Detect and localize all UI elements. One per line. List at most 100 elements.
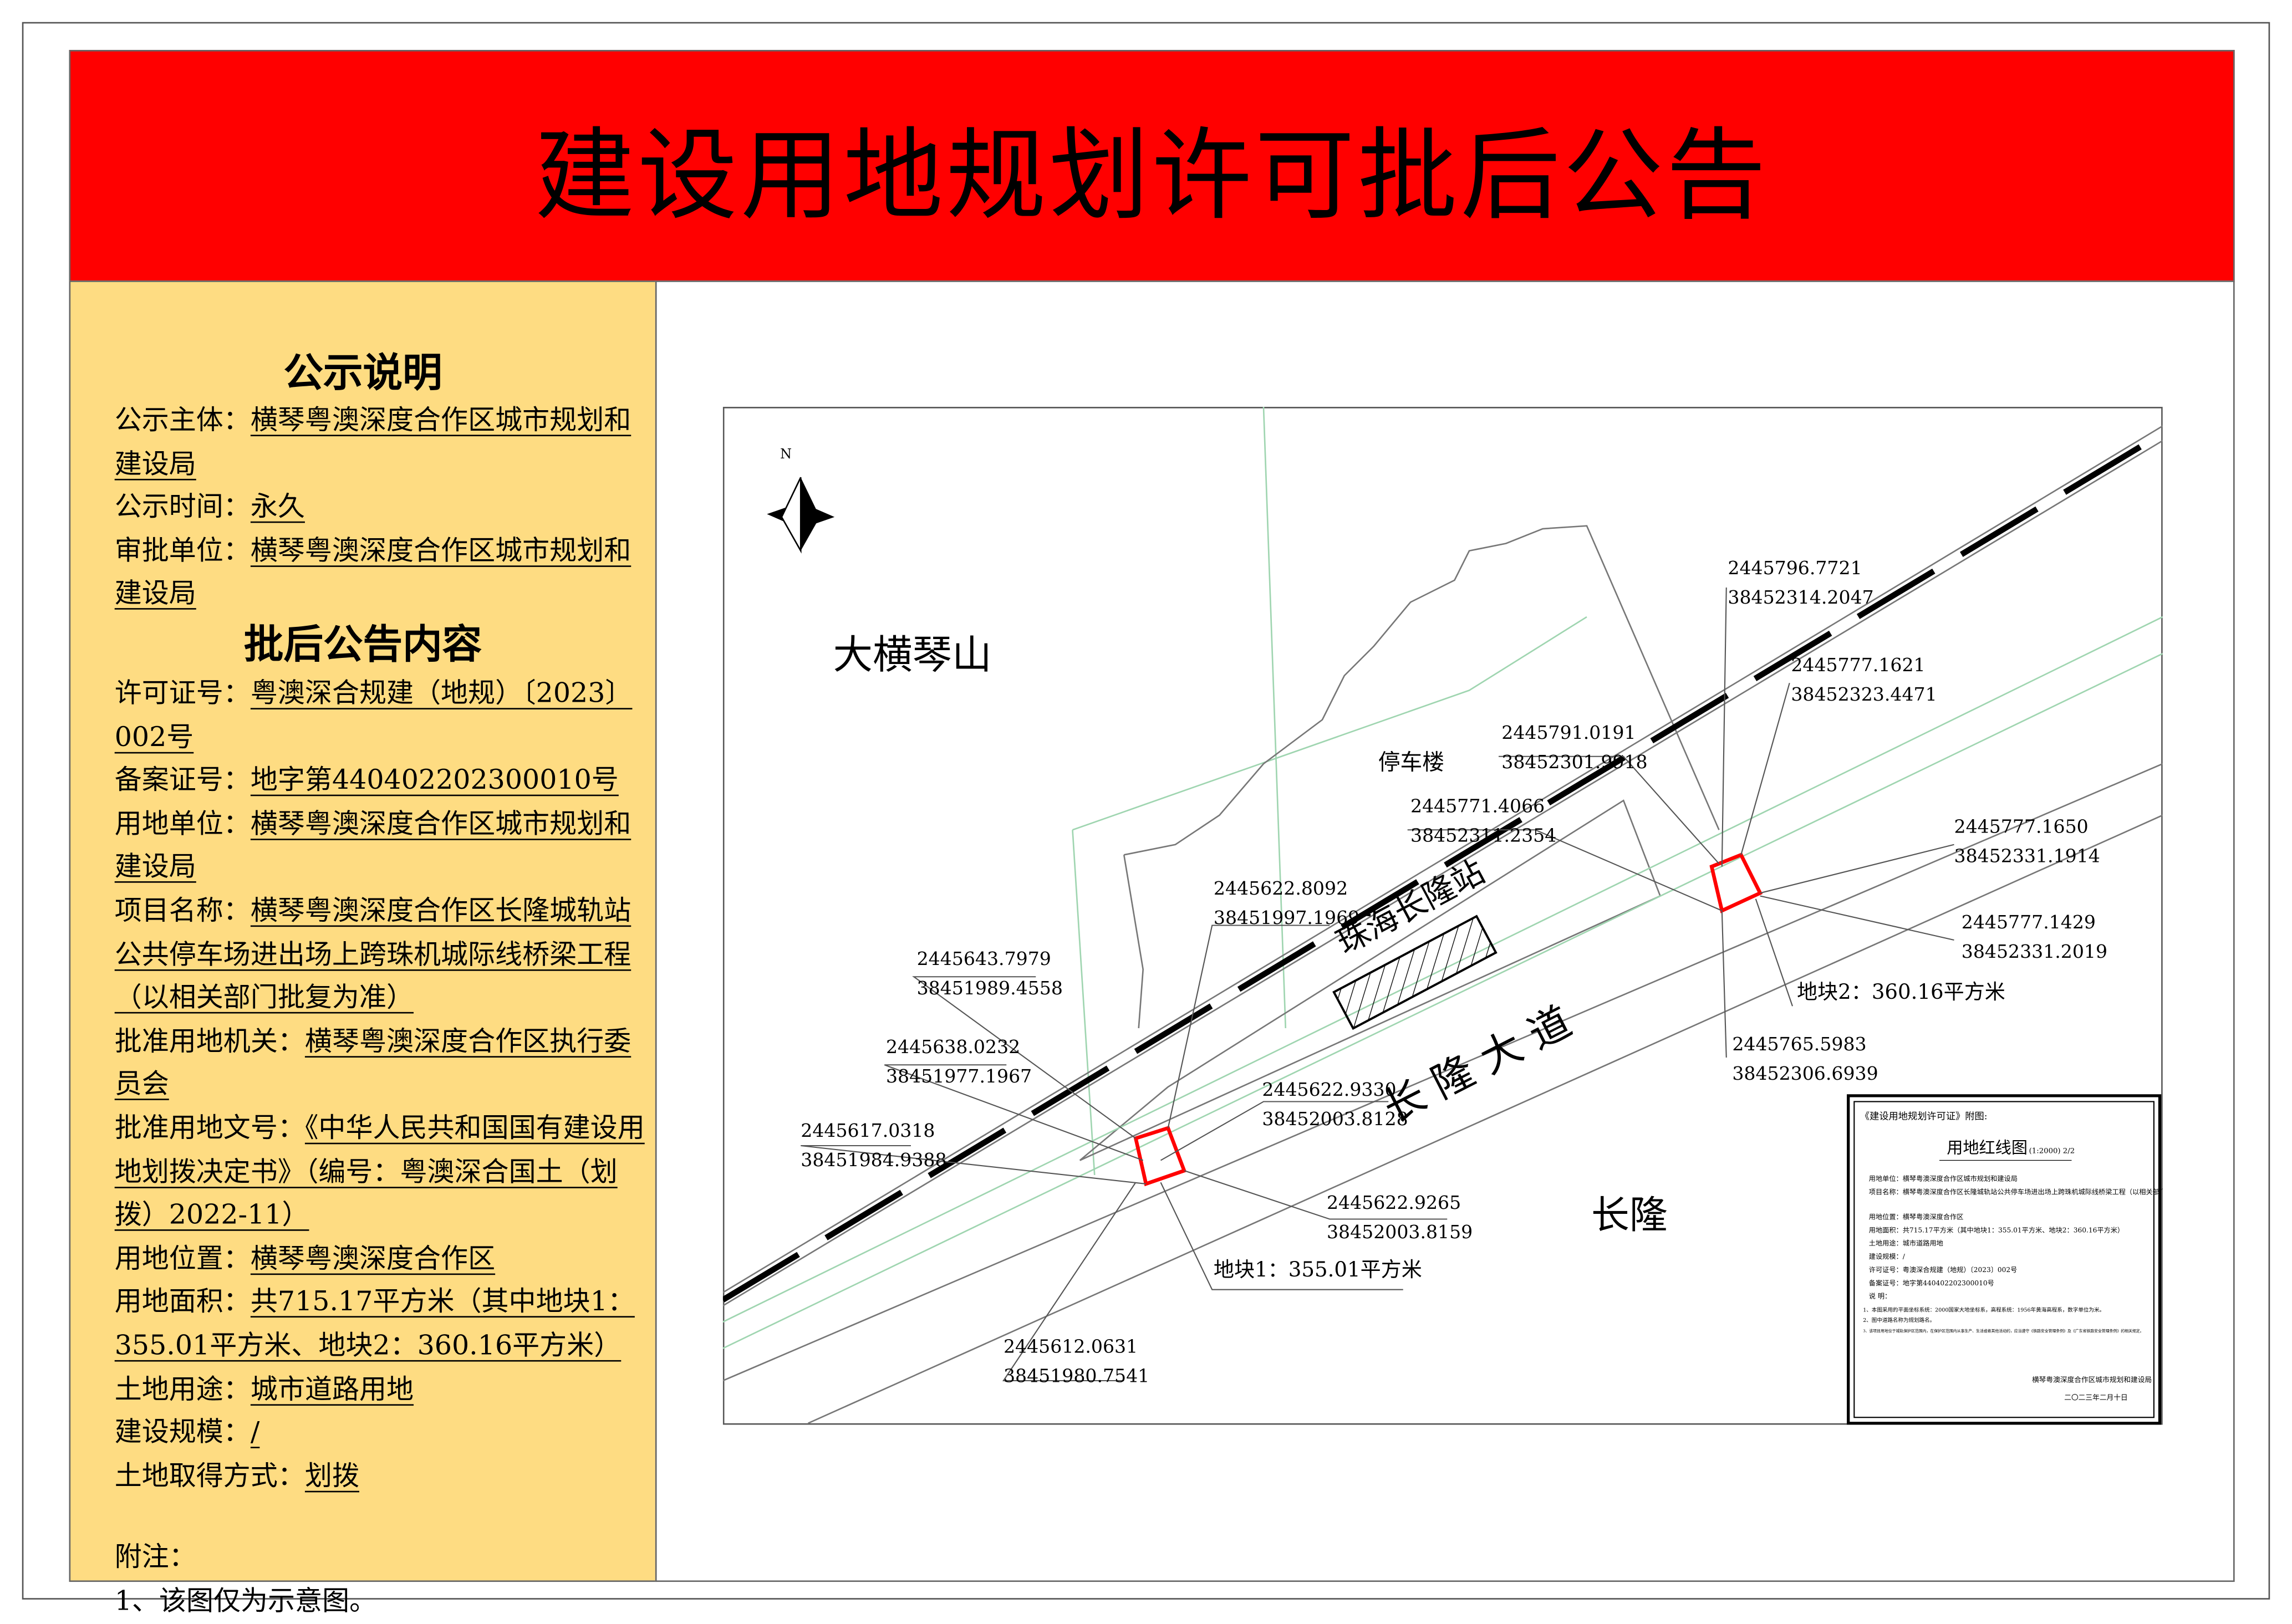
coord-y: 38452331.1914 — [1954, 845, 2100, 867]
legend-note: 2、图中道路名称为规划路名。 — [1863, 1317, 1935, 1324]
content-row: 许可证号：粤澳深合规建（地规）〔2023〕002号 — [115, 673, 646, 760]
coord-x: 2445796.7721 — [1728, 557, 1862, 579]
coord-x: 2445617.0318 — [801, 1120, 935, 1141]
row-value: 粤澳深合规建（地规）〔2023〕002号 — [114, 678, 633, 753]
notice-heading: 公示说明 — [283, 351, 442, 397]
coord-y: 38452003.8159 — [1327, 1221, 1473, 1243]
legend-row: 许可证号：粤澳深合规建（地规）〔2023〕002号 — [1869, 1265, 2018, 1274]
parcel-1-label: 地块1：355.01平方米 — [1214, 1258, 1422, 1281]
row-label: 项目名称： — [114, 896, 251, 927]
legend-date: 二〇二三年二月十日 — [2064, 1393, 2127, 1401]
coord-y: 38452003.8128 — [1262, 1108, 1408, 1130]
content-row: 建设规模：/ — [115, 1412, 646, 1455]
row-value: 横琴粤澳深度合作区执行委员会 — [114, 1026, 631, 1101]
row-label: 批准用地机关： — [114, 1026, 305, 1058]
terrain-contour — [1123, 855, 1144, 1029]
coord-x: 2445622.9330 — [1262, 1079, 1396, 1100]
coord-y: 38452306.6939 — [1732, 1063, 1878, 1084]
row-value: 横琴粤澳深度合作区城市规划和建设局 — [114, 809, 631, 884]
coord-y: 38451989.4558 — [917, 977, 1063, 999]
row-value: 永久 — [250, 492, 305, 523]
legend-issuer: 横琴粤澳深度合作区城市规划和建设局 — [2032, 1376, 2152, 1384]
page-border — [22, 22, 2270, 1600]
green-line — [1072, 830, 1096, 1176]
content-row: 批准用地文号：《中华人民共和国国有建设用地划拨决定书》（编号：粤澳深合国土（划拨… — [115, 1107, 646, 1238]
place-label-parking: 停车楼 — [1378, 750, 1444, 775]
content-rows: 许可证号：粤澳深合规建（地规）〔2023〕002号 备案证号：地字第440402… — [115, 673, 646, 1624]
row-label: 公示主体： — [114, 405, 251, 437]
place-label-area: 长隆 — [1591, 1193, 1668, 1237]
row-value: 横琴粤澳深度合作区 — [250, 1243, 496, 1275]
legend-row: 用地位置：横琴粤澳深度合作区 — [1869, 1212, 1964, 1220]
row-value: / — [250, 1417, 260, 1449]
notice-rows: 公示主体：横琴粤澳深度合作区城市规划和建设局 公示时间：永久 审批单位：横琴粤澳… — [115, 400, 646, 617]
row-value: 城市道路用地 — [250, 1374, 414, 1405]
north-label: N — [780, 446, 792, 462]
coord-x: 2445643.7979 — [917, 948, 1051, 969]
legend-rows: 用地单位：横琴粤澳深度合作区城市规划和建设局 项目名称：横琴粤澳深度合作区长隆城… — [1869, 1174, 2163, 1300]
content-row: 土地取得方式：划拨 — [115, 1455, 646, 1498]
legend-note: 1、本图采用的平面坐标系统：2000国家大地坐标系，高程系统：1956年黄海高程… — [1863, 1306, 2105, 1313]
row-label: 用地位置： — [114, 1243, 251, 1275]
row-label: 批准用地文号： — [114, 1113, 305, 1145]
coord-x: 2445777.1650 — [1954, 816, 2089, 837]
coord-x: 2445771.4066 — [1410, 795, 1545, 816]
station-platform — [1332, 915, 1498, 1030]
legend-row: 土地用途：城市道路用地 — [1869, 1239, 1943, 1247]
legend-row: 备案证号：地字第440402202300010号 — [1869, 1279, 1994, 1287]
legend-row: 用地单位：横琴粤澳深度合作区城市规划和建设局 — [1869, 1174, 2018, 1183]
coord-y: 38452314.2047 — [1728, 586, 1873, 608]
row-value: 横琴粤澳深度合作区城市规划和建设局 — [114, 535, 631, 610]
title-banner: 建设用地规划许可批后公告 — [69, 50, 2235, 282]
coord-y: 38452323.4471 — [1791, 683, 1937, 705]
coord-y: 38452331.2019 — [1962, 941, 2107, 962]
row-label: 许可证号： — [114, 678, 251, 709]
mountain-boundary — [1262, 407, 1287, 1029]
coord-x: 2445622.9265 — [1327, 1192, 1461, 1213]
content-row: 备案证号：地字第440402202300010号 — [115, 760, 646, 803]
row-label: 用地面积： — [114, 1287, 251, 1318]
coord-x: 2445791.0191 — [1501, 722, 1636, 743]
notice-panel: 公示说明 公示主体： 横琴粤澳深度合作区城市规划和建设局 公示时间：永久 审批单位… — [69, 280, 657, 1617]
content-row: 用地面积：共715.17平方米（其中地块1：355.01平方米、地块2：360.… — [115, 1281, 646, 1368]
road-edge — [722, 653, 2163, 1349]
row-value: 共715.17平方米（其中地块1：355.01平方米、地块2：360.16平方米… — [114, 1287, 635, 1362]
parcel-2-label: 地块2：360.16平方米 — [1797, 980, 2005, 1004]
leader-lines — [801, 587, 1954, 1382]
row-label: 审批单位： — [114, 535, 251, 567]
coord-y: 38451997.1969 — [1214, 907, 1359, 928]
parcel-1 — [1133, 1126, 1187, 1187]
row-label: 备案证号： — [114, 765, 251, 796]
content-row: 项目名称：横琴粤澳深度合作区长隆城轨站公共停车场进出场上跨珠机城际线桥梁工程（以… — [115, 890, 646, 1020]
north-arrow: N — [767, 446, 835, 554]
coord-y: 38451980.7541 — [1004, 1365, 1149, 1387]
legend-row: 项目名称：横琴粤澳深度合作区长隆城轨站公共停车场进出场上跨珠机城际线桥梁工程（以… — [1869, 1187, 2163, 1196]
coord-x: 2445777.1621 — [1791, 654, 1925, 676]
row-label: 土地用途： — [114, 1374, 251, 1405]
row-value: 地字第440402202300010号 — [250, 765, 619, 796]
green-line — [1072, 616, 1587, 831]
legend-title: 用地红线图 — [1947, 1138, 2028, 1157]
row-label: 土地取得方式： — [114, 1460, 305, 1492]
content-row: 用地位置：横琴粤澳深度合作区 — [115, 1238, 646, 1281]
notice-row: 公示时间：永久 — [115, 487, 646, 530]
content-row: 土地用途：城市道路用地 — [115, 1368, 646, 1411]
coord-x: 2445622.8092 — [1214, 877, 1348, 899]
legend-row: 用地面积：共715.17平方米（其中地块1：355.01平方米、地块2：360.… — [1869, 1225, 2124, 1234]
rail-line — [722, 431, 2163, 1303]
coord-x: 2445765.5983 — [1732, 1033, 1866, 1055]
coord-y: 38451977.1967 — [886, 1065, 1032, 1087]
row-label: 建设规模： — [114, 1417, 251, 1449]
coord-y: 38451984.9388 — [801, 1149, 946, 1171]
road-edge — [807, 814, 2163, 1424]
road-edge — [722, 763, 2163, 1382]
row-value: 划拨 — [304, 1460, 360, 1492]
red-line-map: N 大横琴山 停车楼 珠海长隆站 长 隆 大 道 长隆 地块2：360.16平方… — [722, 407, 2163, 1425]
coord-y: 38452311.2354 — [1410, 824, 1556, 846]
coordinate-labels: 2445796.7721 38452314.2047 2445777.1621 38… — [801, 557, 2107, 1387]
content-heading: 批后公告内容 — [243, 622, 482, 668]
row-label: 公示时间： — [114, 492, 251, 523]
coord-y: 38452301.9918 — [1501, 751, 1647, 773]
coord-x: 2445612.0631 — [1004, 1336, 1138, 1357]
note-text: 1、该图仅为示意图。 — [114, 1586, 377, 1617]
